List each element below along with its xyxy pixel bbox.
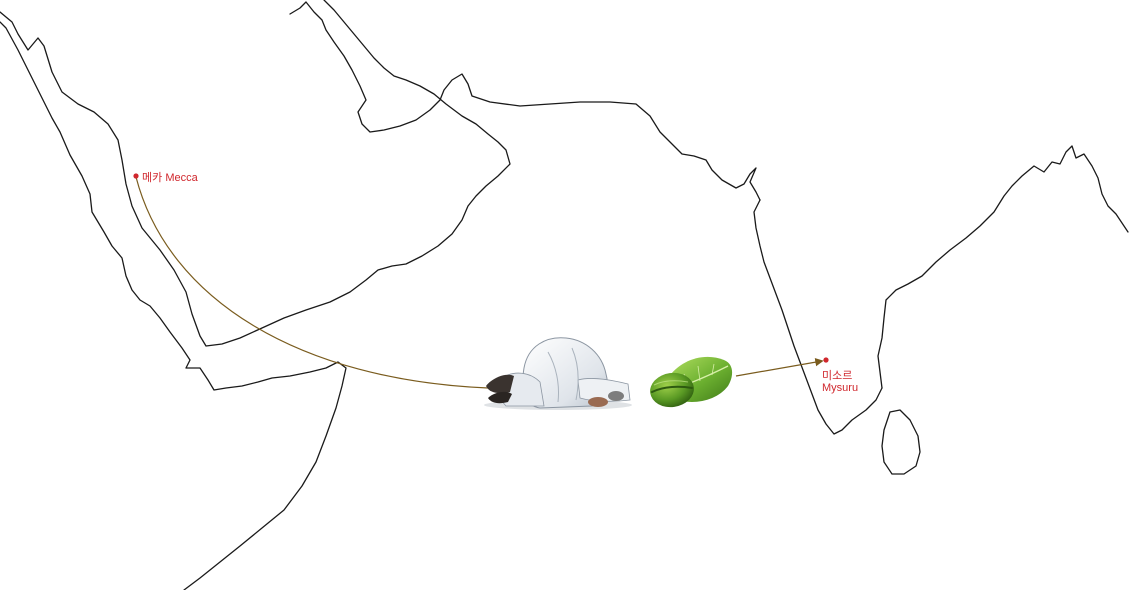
mysuru-name-ko: 미소르	[822, 370, 853, 382]
africa-coastline	[0, 21, 347, 590]
india-west-coastline	[753, 199, 883, 435]
route-mecca-to-pilgrim	[135, 176, 489, 389]
green-coffee-bean-icon	[650, 356, 733, 408]
mecca-label: 메카 Mecca	[142, 172, 198, 184]
mysuru-marker	[823, 357, 829, 363]
mysuru-name-en: Mysuru	[822, 382, 859, 394]
mysuru-label: 미소르 Mysuru	[822, 370, 858, 394]
india-east-coastline	[877, 145, 1129, 389]
iran-pakistan-coastline	[289, 1, 761, 201]
sri-lanka-coastline	[881, 409, 921, 475]
praying-pilgrim-icon	[484, 337, 632, 410]
mecca-name-en: Mecca	[165, 172, 198, 184]
arabia-coastline	[0, 0, 511, 347]
route-bean-to-mysuru	[735, 358, 824, 377]
mecca-marker	[133, 173, 139, 179]
mecca-name-ko: 메카	[142, 172, 163, 184]
